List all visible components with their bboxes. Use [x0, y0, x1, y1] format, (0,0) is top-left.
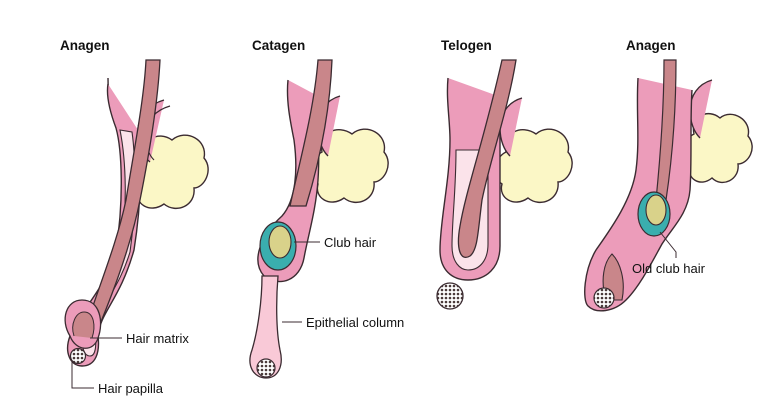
label-epithelial-column: Epithelial column: [306, 315, 405, 330]
telogen-follicle: [436, 59, 573, 310]
club-hair: [268, 225, 292, 259]
old-club-hair: [645, 194, 667, 226]
label-old-club-hair: Old club hair: [632, 261, 705, 276]
stage-title-catagen: Catagen: [252, 38, 306, 53]
follicle-outer-sheath: [66, 83, 142, 367]
hair-papilla-dots: [69, 347, 87, 365]
hair-shaft: [457, 59, 517, 258]
epithelial-column: [249, 275, 282, 379]
label-hair-matrix: Hair matrix: [126, 331, 189, 346]
hair-shaft: [289, 59, 333, 207]
anagen-follicle: [64, 59, 209, 389]
hair-papilla-dots: [593, 287, 615, 309]
label-hair-papilla: Hair papilla: [98, 381, 164, 396]
stage-title-anagen: Anagen: [60, 38, 110, 53]
sebaceous-gland: [494, 128, 573, 203]
hair-papilla-dots: [436, 282, 464, 310]
label-club-hair: Club hair: [324, 235, 377, 250]
catagen-follicle: [249, 59, 389, 379]
anagen-regrowth-follicle: [584, 59, 753, 312]
stage-title-telogen: Telogen: [441, 38, 492, 53]
hair-papilla-dots: [256, 358, 276, 378]
stage-title-anagen-regrowth: Anagen: [626, 38, 676, 53]
